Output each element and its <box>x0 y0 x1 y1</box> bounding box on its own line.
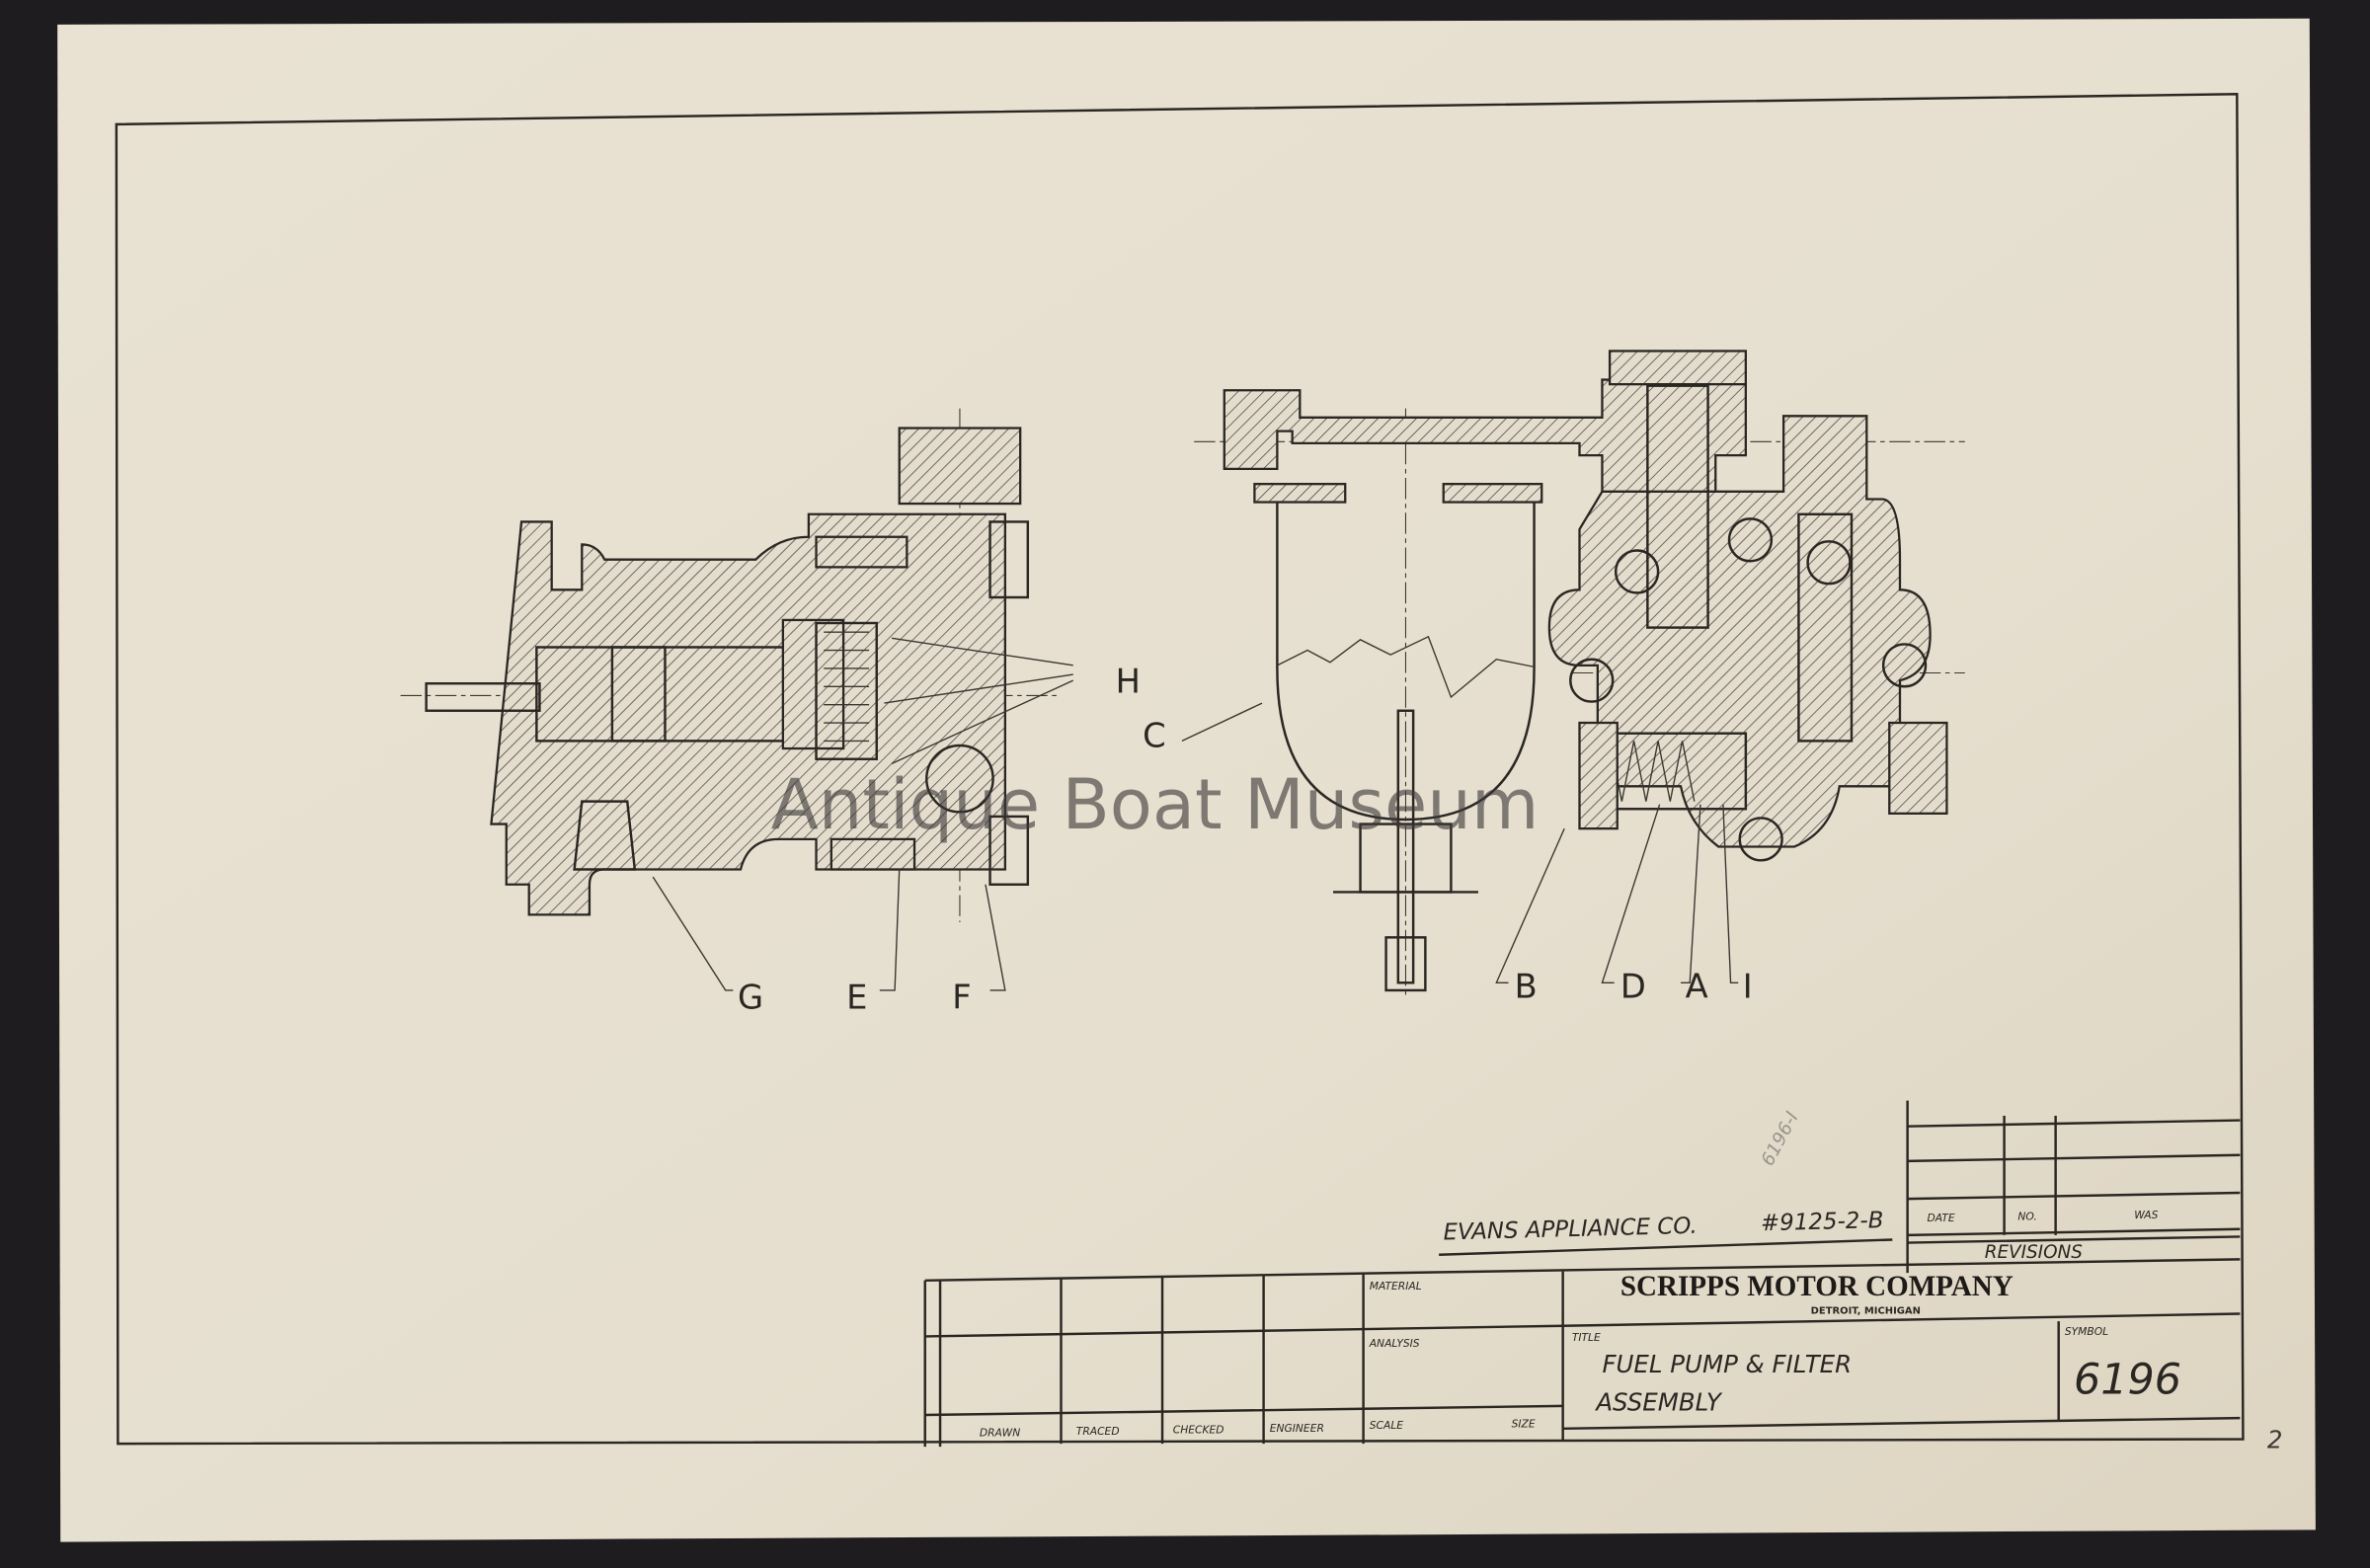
callout-g: G <box>738 978 763 1016</box>
company-location: DETROIT, MICHIGAN <box>1811 1305 1921 1316</box>
revisions-block: DATE NO. WAS REVISIONS <box>1906 1100 2241 1274</box>
scale-label: SCALE <box>1370 1419 1404 1432</box>
title-line-1: FUEL PUMP & FILTER <box>1602 1350 1852 1378</box>
corner-mark: 2 <box>2267 1426 2283 1454</box>
callout-d: D <box>1620 968 1646 1006</box>
rev-col-no: NO. <box>2017 1211 2036 1223</box>
drawing-border <box>115 93 2245 1446</box>
material-label: MATERIAL <box>1370 1280 1422 1293</box>
callout-h: H <box>1116 662 1141 700</box>
title-label: TITLE <box>1572 1331 1601 1344</box>
callout-c: C <box>1143 717 1166 755</box>
revisions-label: REVISIONS <box>1985 1242 2084 1263</box>
signoff-traced: TRACED <box>1076 1425 1120 1438</box>
symbol-number: 6196 <box>2074 1356 2181 1405</box>
title-block: MATERIAL ANALYSIS SCALE SIZE DRAWN TRACE… <box>923 1258 2241 1448</box>
callout-b: B <box>1515 968 1538 1006</box>
watermark: Antique Boat Museum <box>771 764 1540 845</box>
vendor-part-no: #9125-2-B <box>1761 1208 1884 1236</box>
callout-i: I <box>1743 968 1753 1006</box>
filter-section-view: C B D A I <box>1143 350 1965 1006</box>
pump-section-view: H G E F <box>400 408 1141 1016</box>
analysis-label: ANALYSIS <box>1369 1337 1420 1350</box>
paper <box>57 18 2316 1542</box>
signoff-checked: CHECKED <box>1173 1423 1224 1436</box>
callout-a: A <box>1686 968 1708 1006</box>
rev-col-was: WAS <box>2134 1209 2158 1221</box>
callout-e: E <box>846 978 867 1016</box>
rev-col-date: DATE <box>1928 1212 1955 1224</box>
callout-f: F <box>952 978 971 1016</box>
title-line-2: ASSEMBLY <box>1594 1387 1723 1416</box>
size-label: SIZE <box>1512 1417 1536 1430</box>
signoff-engineer: ENGINEER <box>1270 1422 1324 1435</box>
signoff-drawn: DRAWN <box>980 1426 1020 1439</box>
symbol-label: SYMBOL <box>2065 1325 2108 1338</box>
company-name: SCRIPPS MOTOR COMPANY <box>1620 1271 2014 1302</box>
